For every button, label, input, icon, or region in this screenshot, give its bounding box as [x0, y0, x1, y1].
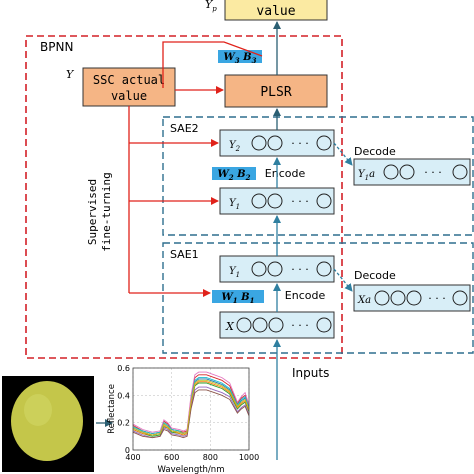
output-value-text: value [256, 4, 295, 19]
layer-x-box [219, 311, 335, 339]
layer-xa-box [353, 284, 471, 312]
plsr-text: PLSR [260, 85, 291, 100]
sae2-frame [162, 116, 474, 236]
output-node: Yp value [205, 0, 328, 21]
chart-xlabel: Wavelength/nm [158, 465, 225, 474]
neuron [406, 290, 422, 306]
neuron [236, 317, 252, 333]
decode-bottom-label: Decode [354, 269, 396, 282]
chart-series-line-9 [132, 379, 250, 436]
chart-xtick-label: 800 [203, 453, 218, 462]
layer-y1a-dots: · · · [424, 166, 441, 179]
neuron [374, 290, 390, 306]
layer-x-dots: · · · [291, 319, 308, 332]
chart-ytick-label: 0 [125, 446, 130, 455]
w2b2-tag [212, 167, 256, 180]
layer-y1a: Y1a · · · [353, 158, 471, 186]
sae1-frame [162, 242, 474, 354]
layer-y1-top-label: Y1 [229, 198, 240, 211]
supervised-label: Supervised fine-turning [86, 172, 113, 251]
plsr-node: PLSR [224, 74, 328, 108]
layer-x-label: X [225, 320, 235, 333]
layer-y1-bottom-label: Y1 [229, 266, 240, 279]
fruit-image [2, 376, 94, 472]
layer-y1a-label: Y1a [358, 169, 375, 182]
neuron [251, 135, 267, 151]
neuron [267, 261, 283, 277]
bpnn-frame [25, 35, 343, 359]
layer-y1-bottom: Y1 · · · [219, 255, 335, 283]
yp-label: Yp [205, 0, 217, 13]
chart-series-line-8 [132, 371, 250, 433]
ssc-box [82, 67, 176, 107]
w3b3-tag [218, 50, 262, 63]
chart-ytick-label: 0.6 [117, 364, 130, 373]
arrow-y2-to-decode [333, 142, 353, 166]
neuron [267, 193, 283, 209]
chart-ticks: 400 600 800 1000 0 0.2 0.4 0.6 [117, 364, 259, 462]
chart-xtick-label: 400 [125, 453, 140, 462]
neuron [252, 317, 268, 333]
layer-y2-label: Y2 [229, 140, 241, 153]
neuron [452, 164, 468, 180]
layer-y1-bottom-dots: · · · [291, 263, 308, 276]
layer-y1-top-dots: · · · [291, 195, 308, 208]
neuron [268, 317, 284, 333]
chart-ylabel: Reflectance [107, 384, 117, 434]
layer-y1-top: Y1 · · · [219, 187, 335, 215]
neuron [251, 261, 267, 277]
neuron [399, 164, 415, 180]
sae2-label: SAE2 [170, 122, 199, 135]
neuron [316, 317, 332, 333]
neuron [316, 261, 332, 277]
output-value-box [224, 0, 328, 21]
neuron [316, 135, 332, 151]
supervised-line2: fine-turning [100, 172, 113, 251]
inputs-label: Inputs [292, 366, 329, 380]
chart-ytick-label: 0.2 [117, 419, 130, 428]
chart-series-line-7 [132, 389, 250, 439]
neuron [316, 193, 332, 209]
chart-xtick-label: 600 [164, 453, 179, 462]
layer-y2-dots: · · · [291, 137, 308, 150]
layer-y2: Y2 · · · [219, 129, 335, 157]
layer-xa: Xa · · · [353, 284, 471, 312]
layer-x: X · · · [219, 311, 335, 339]
ssc-line1: SSC actual [93, 73, 165, 87]
supervised-line1: Supervised [86, 179, 99, 245]
chart-ytick-label: 0.4 [117, 391, 130, 400]
spectra-chart: 400 600 800 1000 0 0.2 0.4 0.6 Wavelength/nm Re… [107, 364, 259, 474]
layer-xa-label: Xa [357, 295, 371, 306]
bpnn-label: BPNN [40, 40, 73, 54]
ssc-node: Y SSC actual value [66, 67, 176, 107]
neuron [267, 135, 283, 151]
chart-xtick-label: 1000 [239, 453, 259, 462]
layer-xa-dots: · · · [428, 292, 445, 305]
neuron [390, 290, 406, 306]
decode-top-label: Decode [354, 145, 396, 158]
neuron [452, 290, 468, 306]
chart-series-lines [132, 371, 250, 439]
encode-top-label: Encode [265, 167, 306, 180]
chart-plot-frame [132, 367, 250, 451]
w3b3-text: W3 B3 [224, 52, 257, 65]
sae1-label: SAE1 [170, 248, 199, 261]
encode-bottom-label: Encode [285, 289, 326, 302]
layer-y1a-box [353, 158, 471, 186]
layer-y1-bottom-box [219, 255, 335, 283]
neuron [383, 164, 399, 180]
neuron [251, 193, 267, 209]
ssc-line2: value [111, 89, 147, 103]
w1b1-text: W1 B1 [222, 292, 255, 305]
red-arrow-to-w3 [162, 41, 263, 88]
y-symbol: Y [66, 68, 75, 81]
w1b1-tag [212, 290, 264, 303]
arrow-y1-to-decode [333, 268, 353, 292]
w2b2-text: W2 B2 [218, 169, 251, 182]
chart-series-line-5 [132, 377, 250, 435]
fruit-highlight [24, 394, 52, 426]
plsr-box [224, 74, 328, 108]
layer-y1-top-box [219, 187, 335, 215]
